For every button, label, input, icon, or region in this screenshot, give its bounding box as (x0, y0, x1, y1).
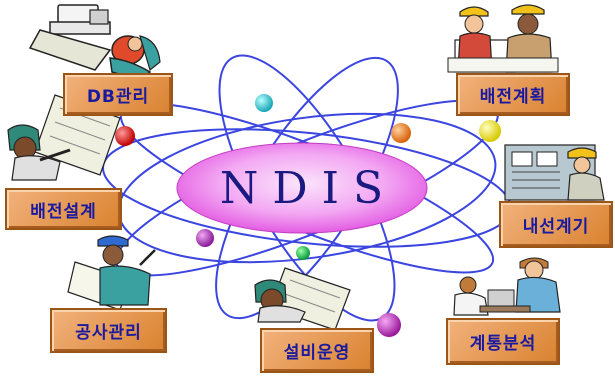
orbit-ball-orange (391, 123, 411, 143)
center-title: NDIS (219, 162, 398, 214)
surveyor-worker-icon (67, 235, 156, 311)
orbit-ball-yellow (479, 120, 501, 142)
orbit-ball-cyan (255, 94, 273, 112)
module-distribution-planning[interactable]: 배전계획 (456, 73, 570, 116)
module-construction-management[interactable]: 공사관리 (50, 308, 167, 353)
module-facility-operation[interactable]: 설비운영 (260, 328, 374, 373)
module-system-analysis[interactable]: 계통분석 (446, 318, 560, 365)
hardhat-engineers-icon (447, 4, 559, 73)
panel-technician-icon (504, 144, 605, 201)
orbit-ball-purple (196, 229, 214, 247)
module-indoor-metering[interactable]: 내선계기 (499, 201, 613, 248)
orbit-ball-red (115, 126, 135, 146)
typing-worker-icon (28, 4, 161, 81)
orbit-ball-magenta (377, 313, 401, 337)
center-ellipse (176, 142, 428, 234)
module-distribution-design[interactable]: 배전설계 (5, 188, 122, 230)
office-analysts-icon (453, 257, 561, 316)
orbit-ball-green (296, 246, 310, 260)
module-db-management[interactable]: DB관리 (63, 73, 173, 116)
drafting-engineer-icon (254, 267, 351, 331)
